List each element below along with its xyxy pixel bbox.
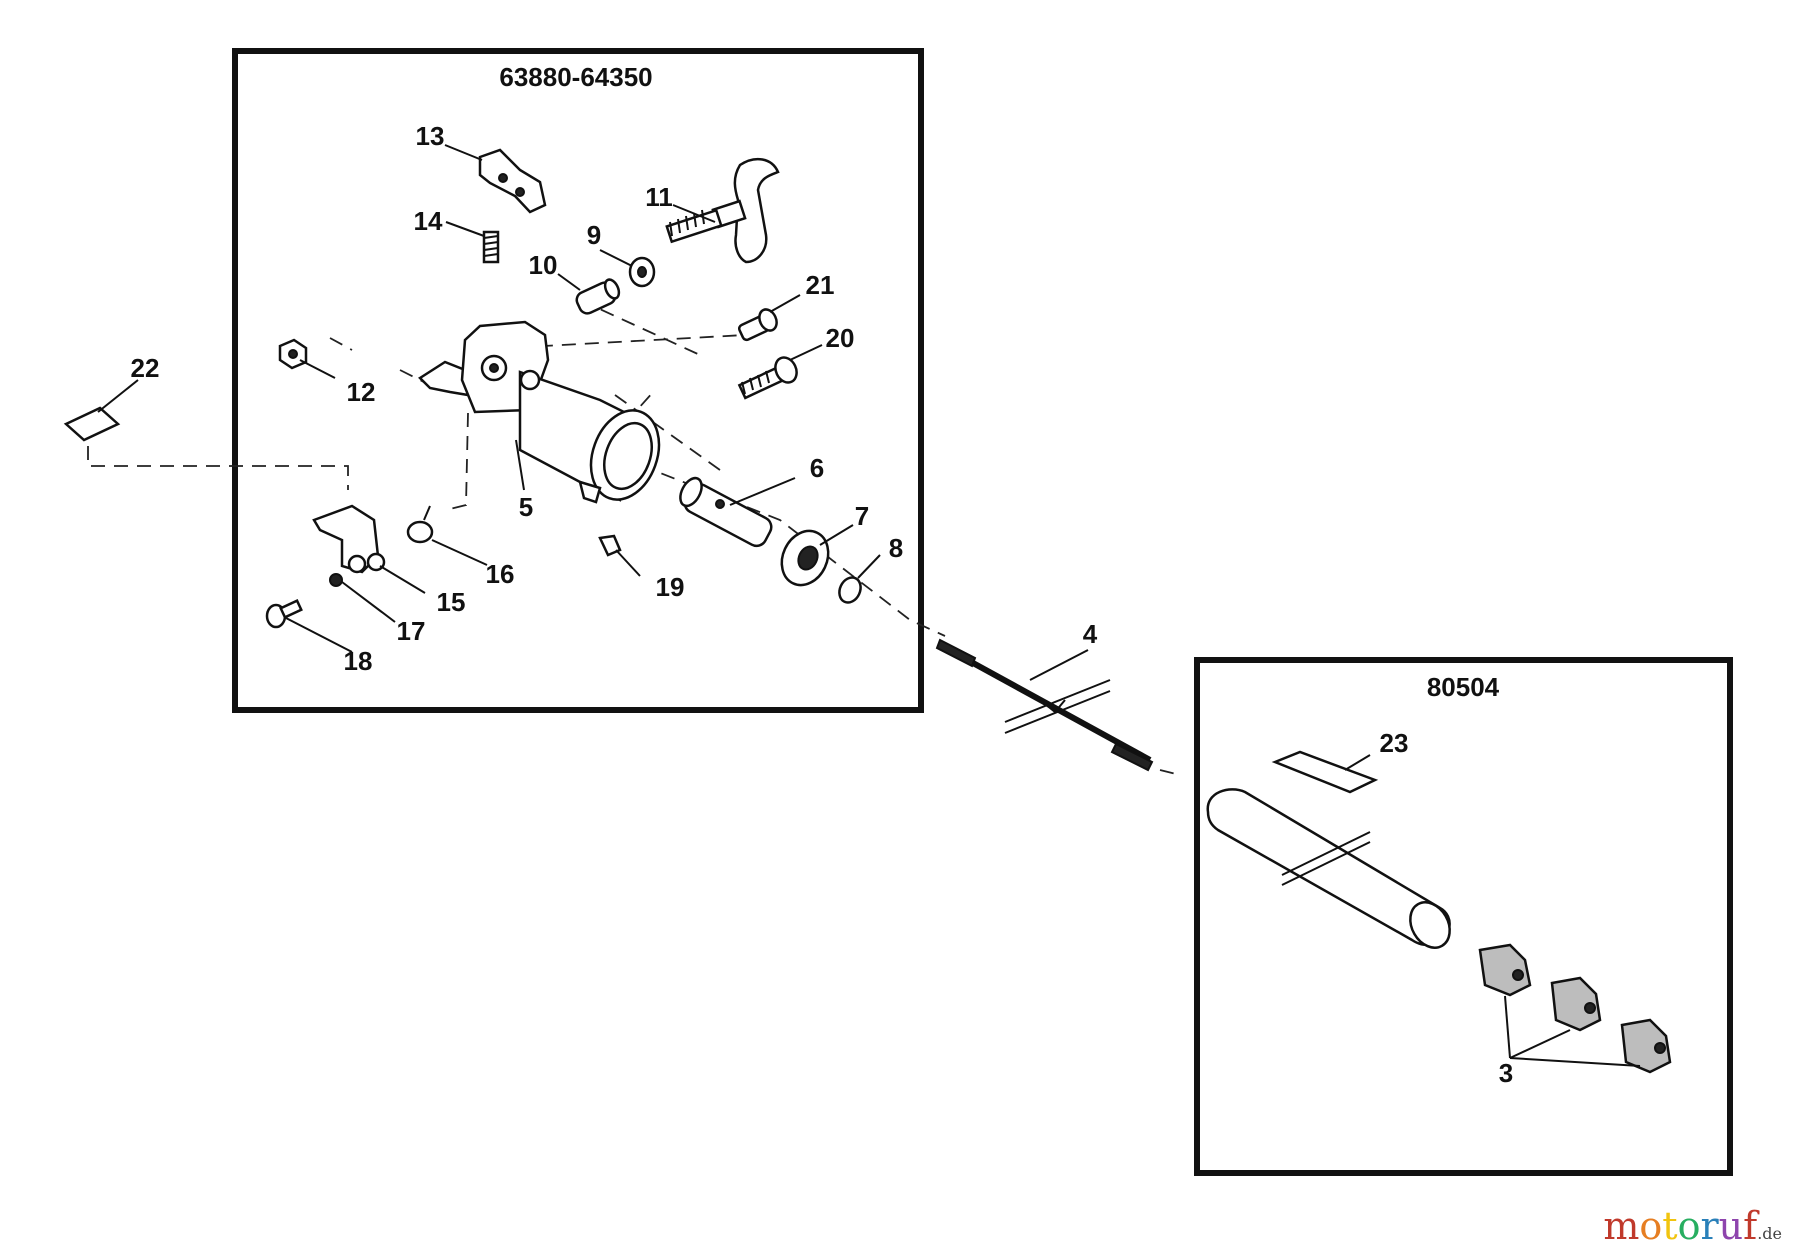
part-23-decal (1271, 750, 1379, 794)
callout-labels: 13 14 11 9 10 21 20 12 22 5 6 7 8 4 16 1… (131, 121, 1514, 1088)
callout-6: 6 (810, 453, 824, 483)
watermark-text: motoruf (1603, 1204, 1758, 1248)
leader-lines (97, 144, 1641, 1067)
callout-8: 8 (889, 533, 903, 563)
callout-19: 19 (656, 572, 685, 602)
callout-3: 3 (1499, 1058, 1513, 1088)
callout-16: 16 (486, 559, 515, 589)
callout-12: 12 (347, 377, 376, 407)
part-18-bolt (265, 599, 303, 629)
part-20-screw (737, 356, 798, 400)
part-7-bearing (780, 529, 830, 587)
tube (1206, 788, 1451, 949)
callout-10: 10 (529, 250, 558, 280)
callout-9: 9 (587, 220, 601, 250)
watermark-tld: .de (1757, 1224, 1782, 1243)
part-16-spring (406, 505, 434, 544)
callout-22: 22 (131, 353, 160, 383)
callout-20: 20 (826, 323, 855, 353)
part-3-bushings (1478, 943, 1672, 1074)
callout-11: 11 (645, 182, 673, 212)
part-21-screw (737, 308, 778, 342)
part-4-drive-shaft (935, 638, 1154, 772)
lower-assembly-box (1194, 657, 1733, 1176)
part-10-pin (575, 278, 621, 315)
callout-5: 5 (519, 492, 533, 522)
part-5-starter-housing (418, 320, 661, 504)
part-15-bracket (312, 504, 386, 574)
callout-15: 15 (437, 587, 466, 617)
part-9-washer (628, 256, 656, 288)
part-6-shaft (679, 476, 773, 548)
callout-7: 7 (855, 501, 869, 531)
upper-assembly-title: 63880-64350 (499, 62, 652, 92)
watermark-logo: motoruf.de (1603, 1204, 1782, 1248)
part-19-clip (598, 534, 622, 557)
callout-21: 21 (806, 270, 835, 300)
assembly-dashed-lines (87, 299, 1181, 776)
part-11-starter-handle (665, 157, 780, 264)
part-17-nut (329, 573, 343, 587)
lower-assembly-title: 80504 (1427, 672, 1500, 702)
part-22-label (63, 406, 121, 442)
callout-13: 13 (416, 121, 445, 151)
callout-23: 23 (1380, 728, 1409, 758)
callout-18: 18 (344, 646, 373, 676)
upper-assembly-box (232, 48, 924, 713)
part-13-latch-plate (478, 148, 547, 214)
callout-14: 14 (414, 206, 443, 236)
callout-4: 4 (1083, 619, 1098, 649)
part-14-spring (482, 230, 500, 264)
part-8-ring (838, 576, 862, 604)
part-12-hex-nut (278, 338, 308, 370)
callout-17: 17 (397, 616, 426, 646)
